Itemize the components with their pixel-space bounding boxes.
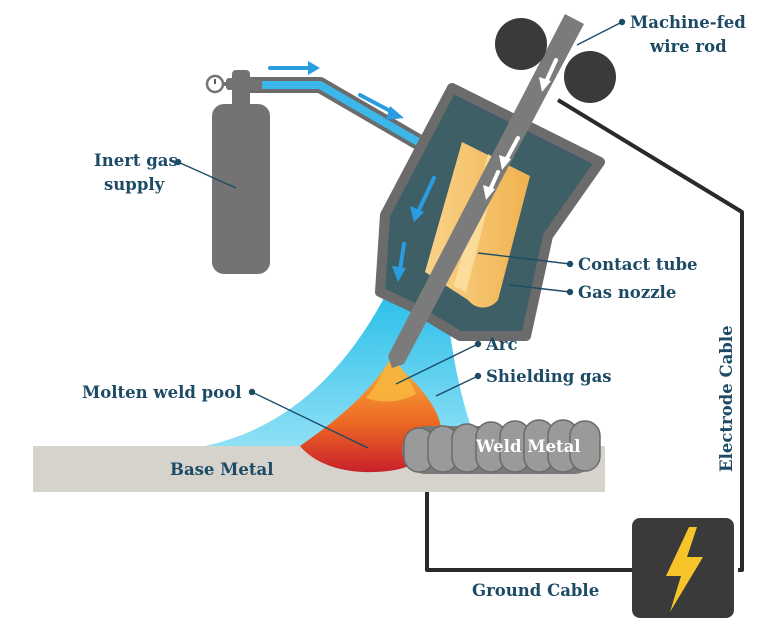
label-machine-fed-line1: Machine-fed <box>630 13 746 32</box>
flow-arrow <box>539 58 558 92</box>
label-contact-tube: Contact tube <box>578 255 698 274</box>
inert-gas-cylinder <box>212 70 270 274</box>
label-shielding-gas: Shielding gas <box>486 367 612 386</box>
label-molten-weld-pool: Molten weld pool <box>82 383 241 402</box>
power-source <box>632 518 734 618</box>
wire-feed-arrows <box>483 58 558 200</box>
label-base-metal: Base Metal <box>170 460 274 479</box>
weld-metal-bead <box>402 419 601 474</box>
label-weld-metal: Weld Metal <box>475 437 581 456</box>
flow-arrow <box>410 176 436 222</box>
gauge-icon <box>205 74 234 94</box>
flow-arrow <box>268 61 320 75</box>
flow-arrow <box>483 170 500 200</box>
electrode-cable <box>556 98 744 572</box>
leader-lines <box>174 18 626 449</box>
feed-roller-bottom <box>564 51 616 103</box>
flow-arrow <box>358 93 404 120</box>
label-gas-nozzle: Gas nozzle <box>578 283 676 302</box>
flow-arrow <box>392 242 406 282</box>
label-electrode-cable: Electrode Cable <box>717 325 736 472</box>
label-ground-cable: Ground Cable <box>472 581 599 600</box>
label-inert-gas-line2: supply <box>104 175 165 194</box>
gas-flow-arrows <box>268 61 436 282</box>
feed-roller-top <box>495 18 547 70</box>
ground-cable <box>425 484 636 572</box>
flow-arrow <box>499 136 520 170</box>
label-inert-gas-line1: Inert gas <box>94 151 178 170</box>
label-machine-fed-line2: wire rod <box>649 37 727 56</box>
arc-flame <box>366 356 416 402</box>
label-arc: Arc <box>485 335 518 354</box>
lightning-bolt-icon <box>666 527 703 612</box>
gas-hose <box>250 77 437 157</box>
